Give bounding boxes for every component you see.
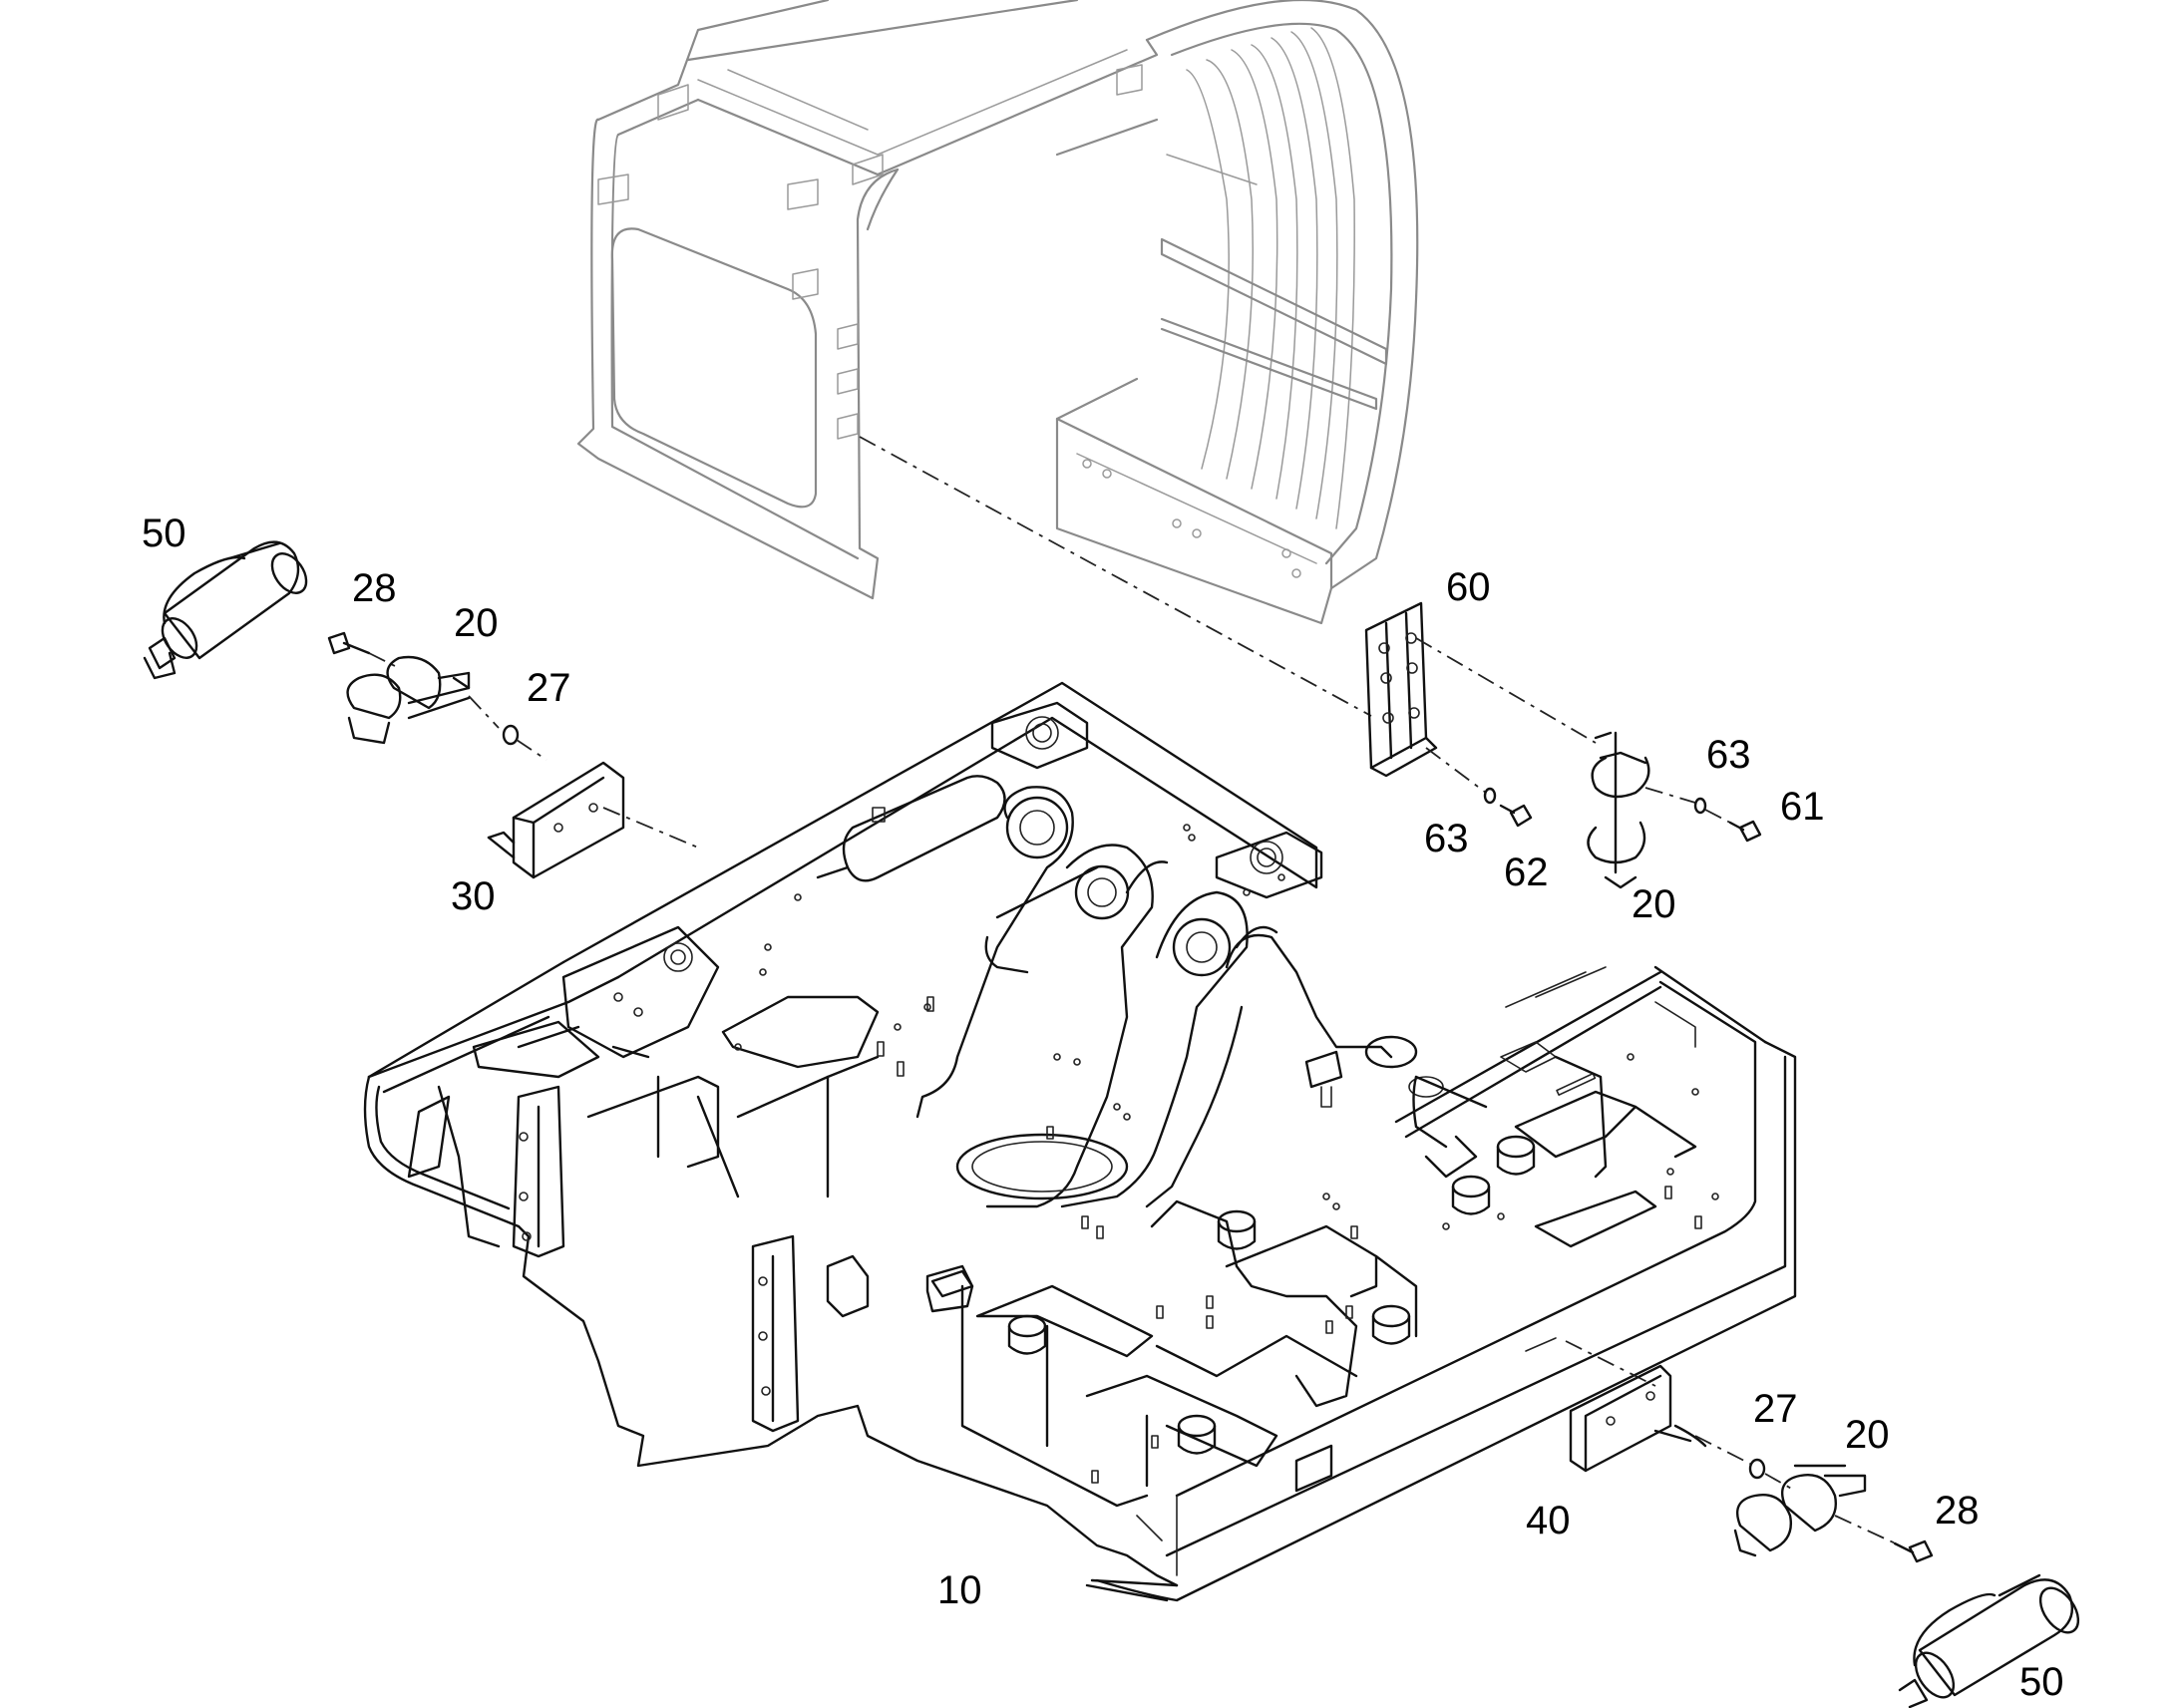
leader-27-30-left	[516, 739, 547, 761]
callout-28-left: 28	[352, 566, 397, 610]
leader-28-20-left	[368, 652, 400, 669]
clamp-mid-20	[1587, 731, 1650, 889]
leader-cab-to-60	[859, 436, 1372, 717]
callout-40: 40	[1526, 1499, 1571, 1542]
callout-63-mid: 63	[1424, 817, 1469, 860]
callout-20-left: 20	[454, 601, 499, 645]
callout-60: 60	[1446, 565, 1491, 609]
upper-frame-10	[363, 681, 1797, 1602]
bracket-30	[487, 761, 625, 879]
clamp-left-20	[346, 655, 471, 745]
leader-60-63-mid	[1425, 747, 1487, 794]
callout-20-mid: 20	[1632, 882, 1676, 926]
callout-28-right: 28	[1935, 1489, 1980, 1533]
leader-40-27-right	[1694, 1435, 1751, 1465]
washer-right-27	[1748, 1458, 1766, 1480]
callout-50-left: 50	[142, 512, 186, 555]
leader-20-27-left	[468, 695, 500, 729]
clamp-right-20	[1733, 1464, 1867, 1557]
callout-27-right: 27	[1753, 1387, 1798, 1431]
leader-30-to-frame	[602, 807, 699, 849]
bolt-62	[1499, 804, 1533, 828]
leader-20-63-right	[1644, 787, 1696, 804]
callout-10: 10	[937, 1568, 982, 1612]
bolt-left-28	[327, 631, 371, 655]
callout-61: 61	[1780, 785, 1825, 829]
leader-27-20-right	[1764, 1473, 1796, 1492]
washer-63-mid	[1483, 787, 1497, 805]
leader-60-20-mid	[1415, 637, 1597, 744]
leader-20-28-right	[1834, 1515, 1901, 1546]
leader-63-61	[1704, 809, 1731, 824]
bolt-right-28	[1893, 1539, 1934, 1563]
bracket-40	[1569, 1364, 1707, 1473]
callout-20-right: 20	[1845, 1413, 1890, 1457]
fire-extinguisher-right-50	[1898, 1573, 2080, 1708]
washer-left-27	[502, 724, 520, 746]
washer-63-right	[1693, 797, 1707, 815]
callout-27-left: 27	[527, 666, 571, 710]
callout-30: 30	[451, 874, 496, 918]
callout-63-right: 63	[1706, 733, 1751, 777]
callout-50-right: 50	[2019, 1660, 2064, 1704]
cab-guard-reference	[576, 0, 1419, 625]
callout-62: 62	[1504, 851, 1549, 894]
bolt-61	[1728, 820, 1762, 843]
fire-extinguisher-left-50	[143, 540, 308, 680]
bracket-60	[1364, 601, 1438, 778]
leader-frame-to-40	[1565, 1340, 1656, 1387]
